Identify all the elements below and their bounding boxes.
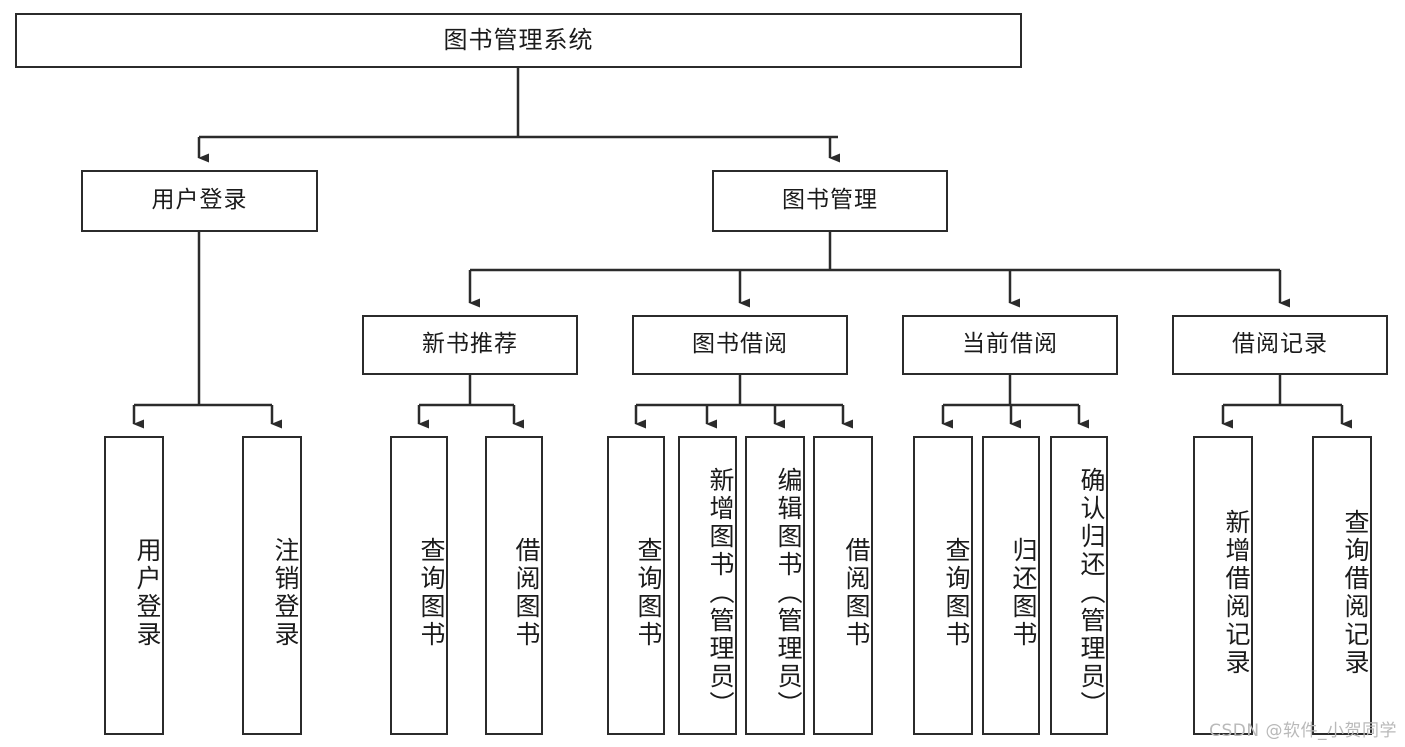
leaf-borrow-book[interactable]: 借阅图书	[813, 436, 873, 735]
leaf-return-book[interactable]: 归还图书	[982, 436, 1040, 735]
node-label: 新增借阅记录	[1222, 508, 1251, 677]
node-label: 用户登录	[133, 536, 162, 649]
node-new-book-recommend[interactable]: 新书推荐	[362, 315, 578, 375]
node-label: 图书管理系统	[443, 26, 594, 55]
node-label: 查询借阅记录	[1341, 508, 1370, 677]
leaf-user-login[interactable]: 用户登录	[104, 436, 164, 735]
node-root-system[interactable]: 图书管理系统	[15, 13, 1022, 68]
node-label: 借阅图书	[512, 536, 541, 649]
leaf-confirm-return-admin[interactable]: 确认归还（管理员）	[1050, 436, 1108, 735]
node-label: 图书借阅	[692, 331, 788, 358]
node-user-login[interactable]: 用户登录	[81, 170, 318, 232]
node-label: 借阅记录	[1232, 331, 1328, 358]
node-label: 图书管理	[782, 187, 878, 214]
leaf-edit-book-admin[interactable]: 编辑图书（管理员）	[745, 436, 805, 735]
leaf-add-borrow-record[interactable]: 新增借阅记录	[1193, 436, 1253, 735]
node-label: 新书推荐	[422, 331, 518, 358]
node-label: 归还图书	[1009, 536, 1038, 649]
node-label: 当前借阅	[962, 331, 1058, 358]
node-label: 新增图书（管理员）	[706, 466, 735, 719]
node-book-borrow[interactable]: 图书借阅	[632, 315, 848, 375]
leaf-query-borrow-record[interactable]: 查询借阅记录	[1312, 436, 1372, 735]
watermark-text: CSDN @软件_小贺同学	[1209, 721, 1397, 741]
leaf-query-book-borrow[interactable]: 查询图书	[607, 436, 665, 735]
leaf-add-book-admin[interactable]: 新增图书（管理员）	[678, 436, 737, 735]
leaf-query-book-current[interactable]: 查询图书	[913, 436, 973, 735]
node-label: 注销登录	[271, 536, 300, 649]
node-borrow-record[interactable]: 借阅记录	[1172, 315, 1388, 375]
node-label: 确认归还（管理员）	[1077, 466, 1106, 719]
node-label: 用户登录	[151, 187, 248, 214]
leaf-borrow-book-recommend[interactable]: 借阅图书	[485, 436, 543, 735]
node-label: 查询图书	[634, 536, 663, 649]
node-label: 查询图书	[417, 536, 446, 649]
node-book-manage[interactable]: 图书管理	[712, 170, 948, 232]
leaf-query-book-recommend[interactable]: 查询图书	[390, 436, 448, 735]
leaf-logout[interactable]: 注销登录	[242, 436, 302, 735]
node-current-borrow[interactable]: 当前借阅	[902, 315, 1118, 375]
node-label: 查询图书	[942, 536, 971, 649]
node-label: 借阅图书	[842, 536, 871, 649]
node-label: 编辑图书（管理员）	[774, 466, 803, 719]
